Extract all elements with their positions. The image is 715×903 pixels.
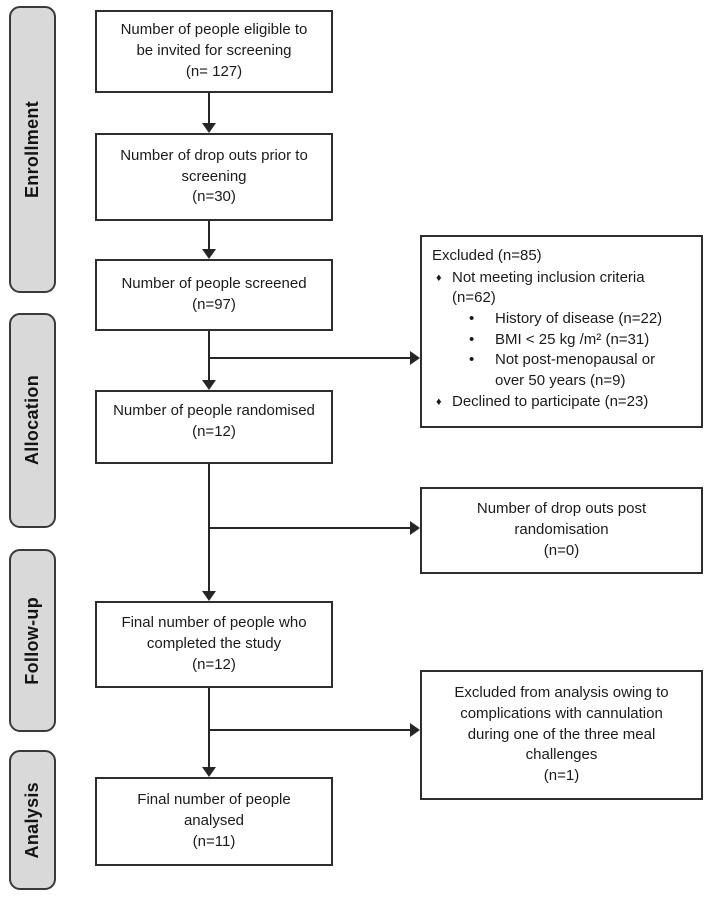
arrow-down-icon (202, 123, 216, 133)
box-dropouts-pre-screening: Number of drop outs prior to screening (… (95, 133, 333, 221)
connector-branch-excluded-analysis (209, 729, 411, 731)
box-eligible: Number of people eligible to be invited … (95, 10, 333, 93)
box-analysed-text: Final number of people analysed (n=11) (137, 791, 291, 850)
excluded-subitem: • History of disease (n=22) (469, 309, 691, 330)
arrow-right-icon (410, 521, 420, 535)
connector-completed-to-analysed (208, 688, 210, 768)
diamond-bullet-icon: ♦ (436, 395, 442, 408)
diamond-bullet-icon: ♦ (436, 271, 442, 284)
stage-enrollment-label: Enrollment (22, 100, 42, 198)
round-bullet-icon: • (469, 310, 475, 328)
connector-screened-to-randomised (208, 331, 210, 382)
excluded-subitem: • BMI < 25 kg /m² (n=31) (469, 330, 691, 351)
stage-analysis: Analysis (9, 750, 56, 890)
excluded-subitem-text: History of disease (n=22) (495, 310, 663, 328)
connector-dropouts-to-screened (208, 221, 210, 250)
connector-eligible-to-dropouts (208, 93, 210, 125)
excluded-item-text: Not meeting inclusion criteria (n=62) (452, 268, 645, 307)
box-dropouts-pre-screening-text: Number of drop outs prior to screening (… (120, 146, 308, 206)
box-analysed: Final number of people analysed (n=11) (95, 777, 333, 866)
stage-follow-up-label: Follow-up (22, 596, 42, 685)
arrow-down-icon (202, 249, 216, 259)
connector-branch-excluded (209, 357, 411, 359)
round-bullet-icon: • (469, 351, 475, 369)
box-screened-text: Number of people screened (n=97) (121, 275, 307, 313)
box-screened: Number of people screened (n=97) (95, 259, 333, 331)
excluded-title: Excluded (n=85) (432, 247, 542, 264)
excluded-subitem: • Not post-menopausal or over 50 years (… (469, 350, 691, 391)
box-dropouts-post-randomisation-text: Number of drop outs post randomisation (… (476, 500, 647, 559)
arrow-right-icon (410, 351, 420, 365)
box-dropouts-post-randomisation: Number of drop outs post randomisation (… (420, 487, 703, 574)
arrow-down-icon (202, 380, 216, 390)
stage-allocation: Allocation (9, 313, 56, 528)
box-excluded-details: Excluded (n=85) ♦ Not meeting inclusion … (420, 235, 703, 428)
excluded-item-text: Declined to participate (n=23) (452, 392, 649, 410)
stage-analysis-label: Analysis (22, 781, 42, 859)
box-completed: Final number of people who completed the… (95, 601, 333, 688)
box-randomised-text: Number of people randomised (n=12) (113, 402, 315, 440)
arrow-down-icon (202, 591, 216, 601)
box-randomised: Number of people randomised (n=12) (95, 390, 333, 464)
stage-follow-up: Follow-up (9, 549, 56, 732)
stage-enrollment: Enrollment (9, 6, 56, 293)
box-excluded-from-analysis: Excluded from analysis owing to complica… (420, 670, 703, 800)
box-completed-text: Final number of people who completed the… (121, 614, 307, 673)
arrow-right-icon (410, 723, 420, 737)
excluded-item: ♦ Declined to participate (n=23) (436, 392, 691, 413)
excluded-subitem-text: Not post-menopausal or over 50 years (n=… (495, 351, 656, 390)
excluded-subitem-text: BMI < 25 kg /m² (n=31) (495, 330, 650, 348)
box-excluded-from-analysis-text: Excluded from analysis owing to complica… (454, 684, 669, 785)
arrow-down-icon (202, 767, 216, 777)
round-bullet-icon: • (469, 330, 475, 348)
connector-branch-dropouts-post (209, 527, 411, 529)
stage-allocation-label: Allocation (22, 375, 42, 466)
excluded-item: ♦ Not meeting inclusion criteria (n=62) (436, 268, 691, 309)
box-eligible-text: Number of people eligible to be invited … (120, 21, 308, 80)
